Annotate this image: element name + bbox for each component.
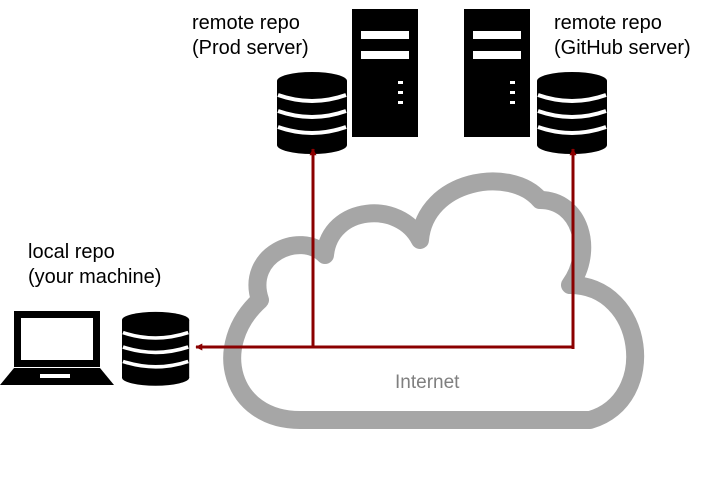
local-repo-subtitle: (your machine) bbox=[28, 266, 162, 288]
laptop-icon bbox=[0, 311, 114, 385]
prod-repo-label: remote repo (Prod server) bbox=[192, 11, 309, 61]
internet-label: Internet bbox=[395, 372, 460, 393]
prod-database-icon bbox=[275, 70, 349, 156]
github-repo-title: remote repo bbox=[554, 12, 662, 34]
connection-arrows bbox=[195, 148, 577, 351]
prod-repo-title: remote repo bbox=[192, 12, 300, 34]
local-repo-label: local repo (your machine) bbox=[28, 240, 161, 290]
github-server-tower-icon bbox=[464, 9, 530, 137]
prod-server-tower-icon bbox=[352, 9, 418, 137]
local-database-icon bbox=[120, 309, 192, 388]
github-repo-subtitle: (GitHub server) bbox=[554, 37, 691, 59]
local-repo-title: local repo bbox=[28, 241, 115, 263]
prod-repo-subtitle: (Prod server) bbox=[192, 37, 309, 59]
github-database-icon bbox=[535, 70, 609, 156]
cloud-icon bbox=[223, 172, 644, 429]
github-repo-label: remote repo (GitHub server) bbox=[554, 11, 691, 61]
